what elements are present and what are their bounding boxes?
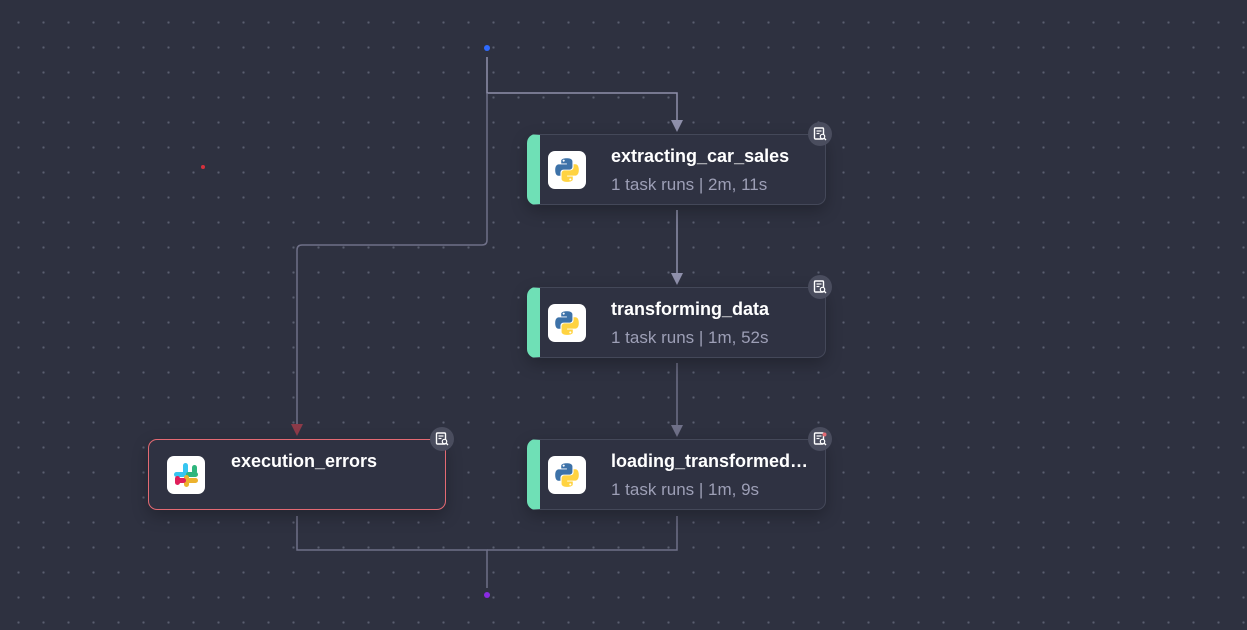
- task-logs-icon[interactable]: [430, 427, 454, 451]
- node-loading-transformed-data[interactable]: loading_transformed_data 1 task runs | 1…: [527, 439, 826, 510]
- node-execution-errors[interactable]: execution_errors: [148, 439, 446, 510]
- python-icon: [548, 304, 586, 342]
- node-run-summary: 1 task runs | 2m, 11s: [611, 175, 768, 194]
- edge-start-to-extract: [486, 57, 683, 132]
- node-extracting-car-sales[interactable]: extracting_car_sales 1 task runs | 2m, 1…: [527, 134, 826, 205]
- node-run-summary: 1 task runs | 1m, 9s: [611, 480, 760, 499]
- marker-dot: [201, 165, 205, 169]
- task-logs-icon[interactable]: [808, 122, 832, 146]
- task-logs-error-icon[interactable]: [808, 427, 832, 451]
- edge-start-to-errors: [291, 93, 488, 436]
- slack-icon: [167, 456, 205, 494]
- edge-load-to-end: [487, 516, 678, 551]
- node-title: execution_errors: [231, 451, 378, 471]
- edge-errors-to-end: [296, 516, 488, 588]
- node-transforming-data[interactable]: transforming_data 1 task runs | 1m, 52s: [527, 287, 826, 358]
- start-node-dot[interactable]: [484, 45, 490, 51]
- task-logs-icon[interactable]: [808, 275, 832, 299]
- node-run-summary: 1 task runs | 1m, 52s: [611, 328, 769, 347]
- python-icon: [548, 151, 586, 189]
- python-icon: [548, 456, 586, 494]
- node-title: loading_transformed_data: [611, 451, 816, 471]
- node-title: transforming_data: [611, 299, 770, 319]
- node-title: extracting_car_sales: [611, 146, 790, 166]
- end-node-dot[interactable]: [484, 592, 490, 598]
